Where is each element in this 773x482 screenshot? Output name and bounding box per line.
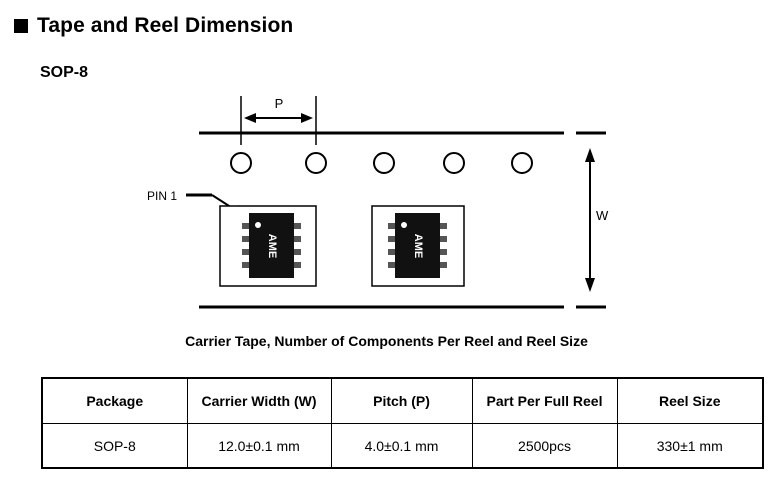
cell-package: SOP-8 bbox=[41, 423, 188, 469]
width-arrowhead-bottom bbox=[585, 278, 595, 292]
sprocket-hole bbox=[511, 152, 533, 174]
section-heading: Tape and Reel Dimension bbox=[14, 12, 293, 40]
cell-part-per-reel: 2500pcs bbox=[471, 423, 618, 469]
pitch-label: P bbox=[275, 96, 284, 111]
component-pocket-2: AME bbox=[371, 205, 465, 287]
cell-carrier-width: 12.0±0.1 mm bbox=[186, 423, 332, 469]
header-reel-size: Reel Size bbox=[616, 377, 764, 424]
table-row: SOP-8 12.0±0.1 mm 4.0±0.1 mm 2500pcs 330… bbox=[41, 423, 764, 469]
sprocket-hole bbox=[443, 152, 465, 174]
chip-marking: AME bbox=[266, 234, 278, 258]
header-carrier-width: Carrier Width (W) bbox=[186, 377, 332, 424]
cell-pitch: 4.0±0.1 mm bbox=[330, 423, 473, 469]
width-arrowhead-top bbox=[585, 148, 595, 162]
header-pitch: Pitch (P) bbox=[330, 377, 473, 424]
sprocket-holes bbox=[230, 152, 533, 174]
sprocket-hole bbox=[305, 152, 327, 174]
package-label: SOP-8 bbox=[40, 64, 89, 81]
pin1-label: PIN 1 bbox=[147, 189, 177, 203]
sprocket-hole bbox=[230, 152, 252, 174]
chip-marking: AME bbox=[412, 234, 424, 258]
component-pocket-1: AME bbox=[219, 205, 317, 287]
header-package: Package bbox=[41, 377, 188, 424]
header-part-per-reel: Part Per Full Reel bbox=[471, 377, 618, 424]
section-title: Tape and Reel Dimension bbox=[37, 14, 294, 37]
spec-table: Package Carrier Width (W) Pitch (P) Part… bbox=[41, 377, 764, 469]
cell-reel-size: 330±1 mm bbox=[616, 423, 764, 469]
sprocket-hole bbox=[373, 152, 395, 174]
table-header-row: Package Carrier Width (W) Pitch (P) Part… bbox=[41, 377, 764, 424]
pin1-dot bbox=[255, 222, 261, 228]
width-label: W bbox=[596, 208, 609, 223]
pitch-arrowhead-right bbox=[301, 113, 313, 123]
pin1-dot bbox=[401, 222, 407, 228]
tape-reel-diagram: P W PIN 1 AME bbox=[147, 96, 609, 309]
table-caption: Carrier Tape, Number of Components Per R… bbox=[185, 333, 588, 349]
black-square-icon bbox=[14, 19, 28, 33]
pitch-arrowhead-left bbox=[244, 113, 256, 123]
